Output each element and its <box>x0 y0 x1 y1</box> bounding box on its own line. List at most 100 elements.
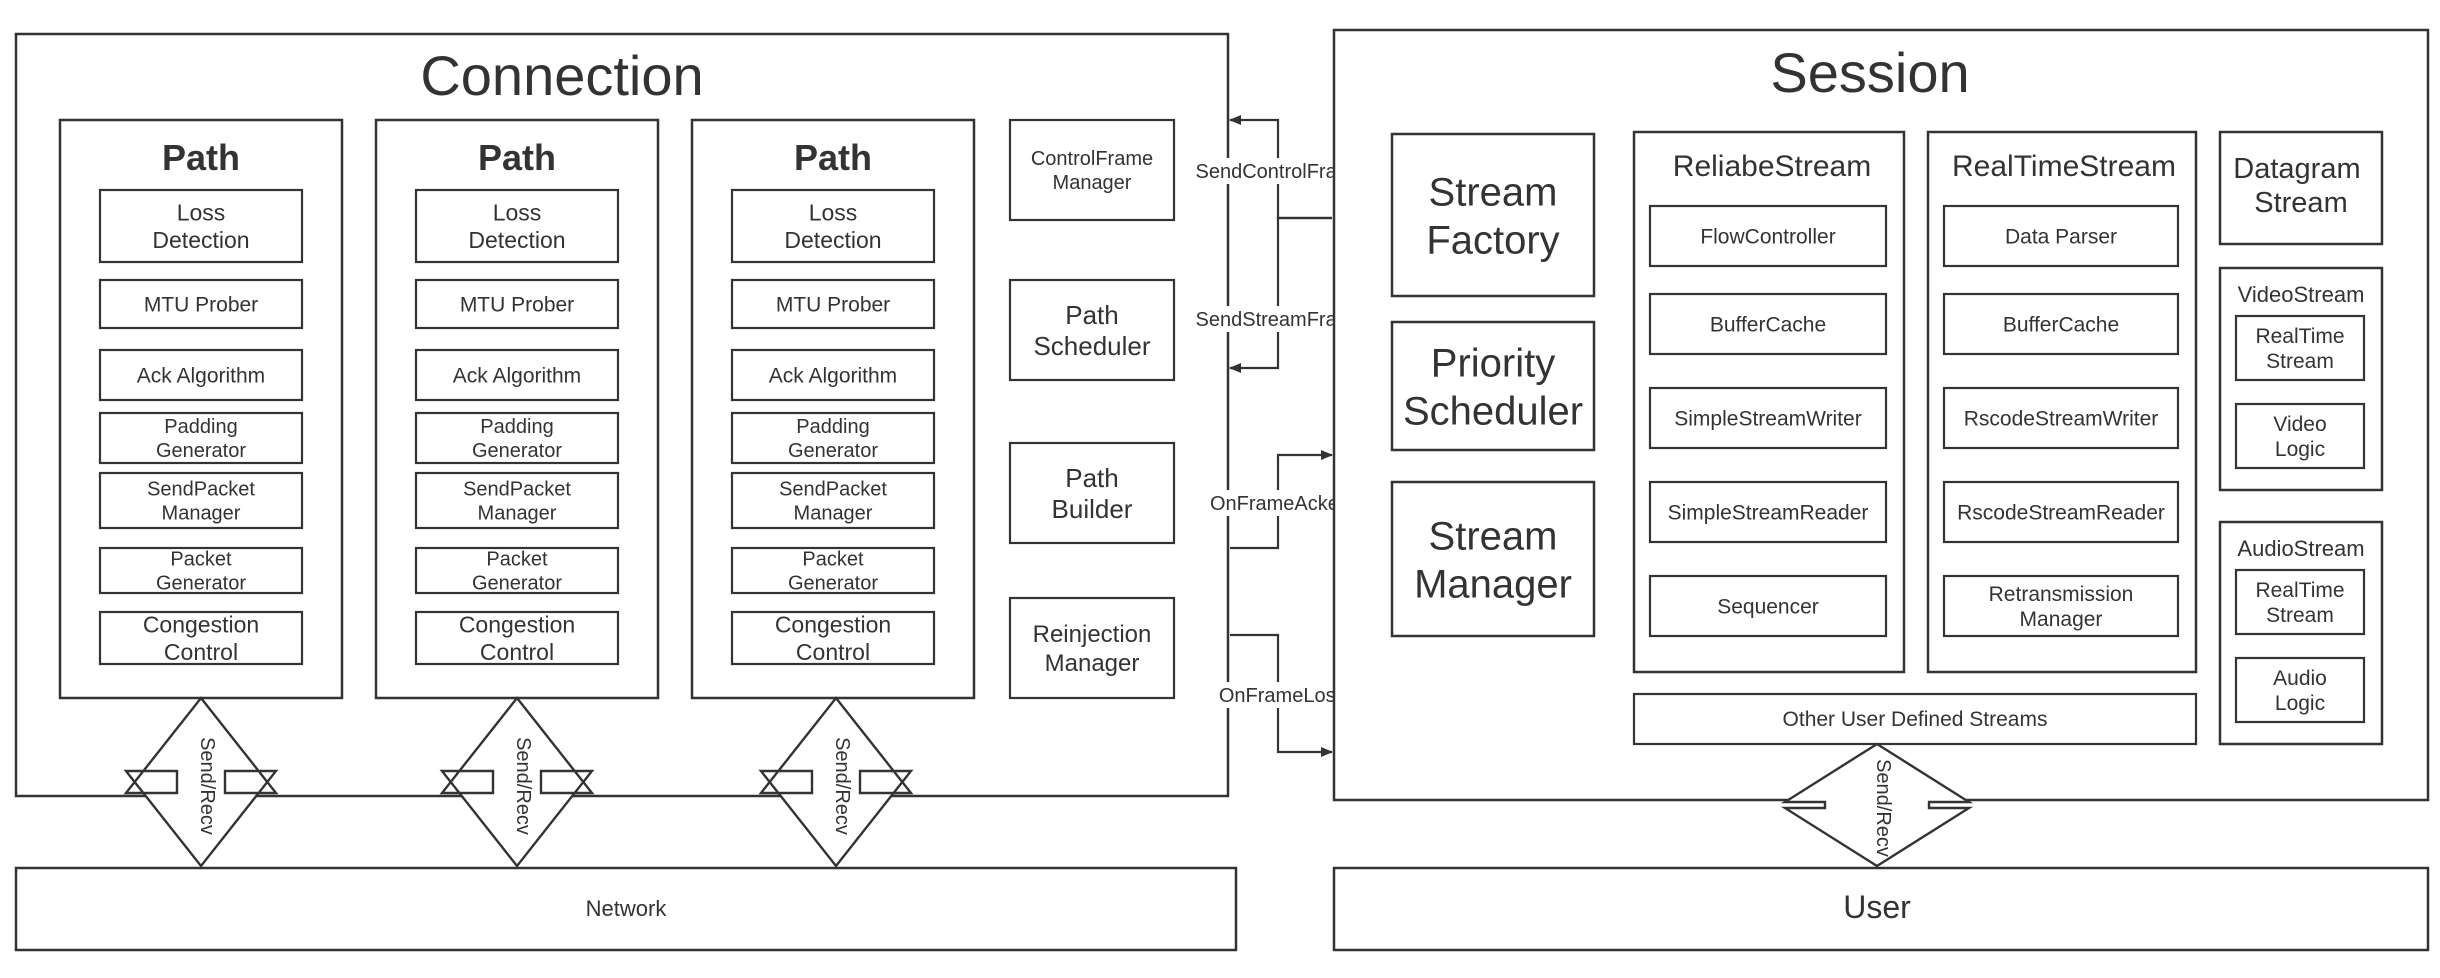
send-recv-label: Send/Recv <box>512 737 534 835</box>
other-streams-box <box>1632 692 2198 746</box>
buffercache-box <box>1942 292 2180 356</box>
reinjection-manager-box <box>1008 596 1176 700</box>
padding-generator-box <box>730 411 936 465</box>
user-box <box>1332 866 2430 952</box>
send-recv-double-arrow <box>439 696 595 868</box>
controlframe-manager-box <box>1008 118 1176 222</box>
buffercache-label: BufferCache <box>1710 314 1826 337</box>
simplestreamreader-box <box>1648 480 1888 544</box>
data-parser-box <box>1942 204 2180 268</box>
loss-detection-box <box>414 188 620 264</box>
congestion-control-box <box>98 610 304 666</box>
rscodestreamwriter-box <box>1942 386 2180 450</box>
packet-generator-box <box>730 546 936 595</box>
audio-logic-box <box>2234 656 2366 724</box>
send-recv-label: Send/Recv <box>196 737 218 835</box>
rscodestreamwriter-label: RscodeStreamWriter <box>1964 408 2159 431</box>
flowcontroller-box <box>1648 204 1888 268</box>
send-recv-double-arrow <box>123 696 279 868</box>
send-recv-label: Send/Recv <box>831 737 853 835</box>
simplestreamwriter-box <box>1648 386 1888 450</box>
mtu-prober-box <box>98 278 304 330</box>
loss-detection-box <box>98 188 304 264</box>
on-frame-lost-label: OnFrameLost <box>1219 685 1342 707</box>
datagram-stream-box <box>2218 130 2384 246</box>
session-title: Session <box>1770 41 1969 104</box>
other-streams-label: Other User Defined Streams <box>1783 708 2048 731</box>
realtime-stream-title: RealTimeStream <box>1952 150 2176 183</box>
realtime-stream-items: Data ParserBufferCacheRscodeStreamWriter… <box>1942 204 2180 638</box>
mtu-prober-label: MTU Prober <box>460 294 574 317</box>
retransmission-manager-box <box>1942 574 2180 638</box>
loss-detection-box <box>730 188 936 264</box>
data-parser-label: Data Parser <box>2005 226 2117 249</box>
video-stream-title: VideoStream <box>2238 282 2365 307</box>
mtu-prober-box <box>414 278 620 330</box>
path-scheduler-box <box>1008 278 1176 382</box>
rscodestreamreader-box <box>1942 480 2180 544</box>
ack-algorithm-box <box>98 348 304 402</box>
sendpacket-manager-box <box>98 471 304 530</box>
simplestreamwriter-label: SimpleStreamWriter <box>1674 408 1861 431</box>
send-control-frame-label: SendControlFrame <box>1196 161 1365 183</box>
send-stream-frame-arrow <box>1229 216 1332 373</box>
stream-manager-box <box>1390 480 1596 638</box>
ack-algorithm-label: Ack Algorithm <box>769 365 897 388</box>
video-realtime-stream-box <box>2234 314 2366 382</box>
network-box <box>14 866 1238 952</box>
padding-generator-box <box>414 411 620 465</box>
congestion-control-box <box>730 610 936 666</box>
mtu-prober-box <box>730 278 936 330</box>
sequencer-box <box>1648 574 1888 638</box>
padding-generator-box <box>98 411 304 465</box>
mtu-prober-label: MTU Prober <box>776 294 890 317</box>
send-recv-double-arrow <box>1780 742 1974 868</box>
ack-algorithm-box <box>414 348 620 402</box>
session-send-recv-arrow: Send/Recv <box>1780 742 1974 868</box>
ack-algorithm-label: Ack Algorithm <box>453 365 581 388</box>
stream-factory-box <box>1390 132 1596 298</box>
video-logic-box <box>2234 402 2366 470</box>
reliable-stream-items: FlowControllerBufferCacheSimpleStreamWri… <box>1648 204 1888 638</box>
packet-generator-box <box>98 546 304 595</box>
on-frame-acked-label: OnFrameAcked <box>1210 493 1350 515</box>
sendpacket-manager-box <box>414 471 620 530</box>
user-label: User <box>1843 889 1911 925</box>
flowcontroller-label: FlowController <box>1700 226 1835 249</box>
reliable-stream-title: ReliabeStream <box>1673 150 1871 183</box>
path-title: Path <box>478 137 556 178</box>
ack-algorithm-box <box>730 348 936 402</box>
rscodestreamreader-label: RscodeStreamReader <box>1957 502 2165 525</box>
send-recv-label: Send/Recv <box>1872 759 1894 857</box>
sendpacket-manager-box <box>730 471 936 530</box>
path-builder-box <box>1008 441 1176 545</box>
send-stream-frame-label: SendStreamFrame <box>1196 309 1365 331</box>
